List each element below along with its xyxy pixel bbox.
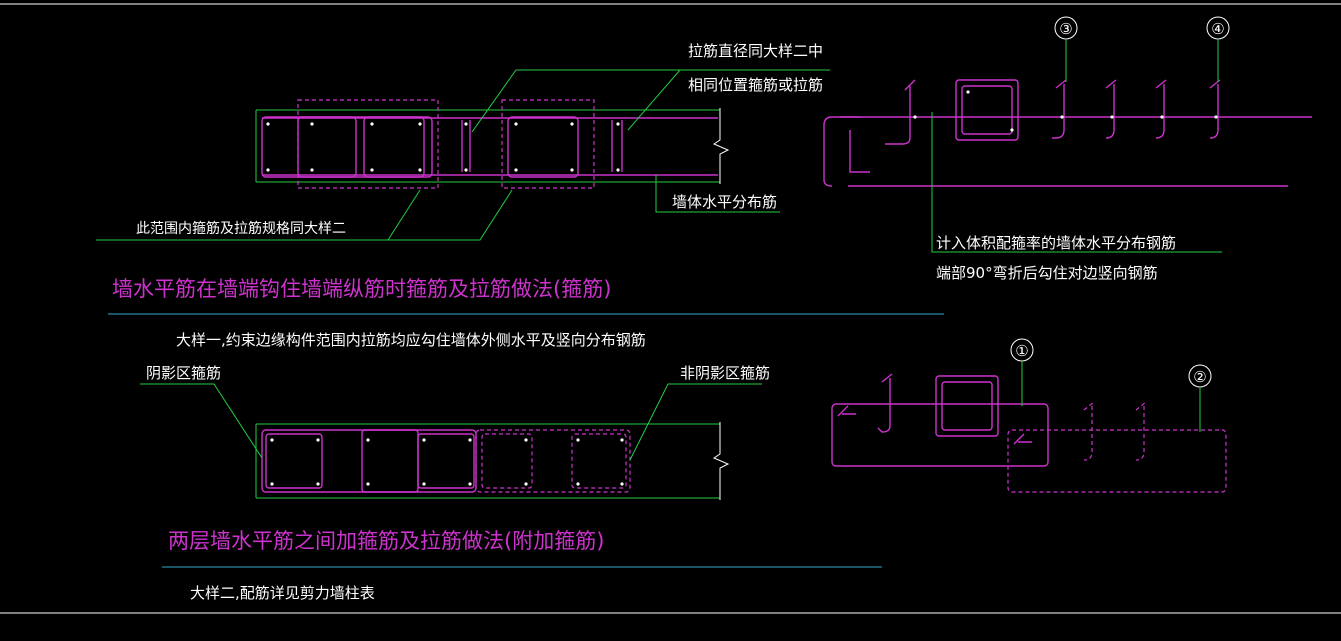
note-nonshadow: 非阴影区箍筋 xyxy=(680,364,770,382)
note-range: 此范围内箍筋及拉筋规格同大样二 xyxy=(136,220,346,237)
note-tie-line-2: 相同位置箍筋或拉筋 xyxy=(688,76,823,94)
mark-3: ③ xyxy=(1054,16,1078,82)
note-shadow: 阴影区箍筋 xyxy=(146,364,221,382)
mark-2: ② xyxy=(1188,364,1212,432)
detail-1-caption: 大样一,约束边缘构件范围内拉筋均应勾住墙体外侧水平及竖向分布钢筋 xyxy=(176,331,646,349)
svg-text:④: ④ xyxy=(1211,20,1224,38)
range-box-1 xyxy=(297,99,439,189)
detail-2-title: 两层墙水平筋之间加箍筋及拉筋做法(附加箍筋) xyxy=(168,529,604,553)
stirrup-2 xyxy=(507,116,579,178)
stirrup-3 xyxy=(955,79,1019,141)
tie-1 xyxy=(461,120,471,172)
stirrup-2-dashed xyxy=(1007,429,1227,493)
tie-2 xyxy=(611,120,623,172)
note-count: 计入体积配箍率的墙体水平分布钢筋 xyxy=(936,234,1176,252)
mark-4: ④ xyxy=(1206,16,1230,82)
svg-text:①: ① xyxy=(1015,342,1028,360)
break-line-1 xyxy=(712,108,730,184)
detail-2-wall-section xyxy=(255,422,730,500)
detail-1-leaders xyxy=(96,69,830,241)
note-count-leader xyxy=(931,112,1222,253)
stirrup-1 xyxy=(831,403,1049,467)
hook-end xyxy=(823,116,860,187)
detail-right-bottom xyxy=(831,373,1227,493)
detail-right-top xyxy=(823,79,1312,187)
stirrup-outer xyxy=(261,116,433,178)
detail-1-wall-section xyxy=(255,99,730,189)
detail-1-title: 墙水平筋在墙端钩住墙端纵筋时箍筋及拉筋做法(箍筋) xyxy=(112,277,611,301)
range-box-2 xyxy=(501,99,595,189)
note-tie-line-1: 拉筋直径同大样二中 xyxy=(688,42,823,60)
mark-1: ① xyxy=(1010,338,1034,406)
break-line-2 xyxy=(712,422,730,500)
tie-4 xyxy=(1209,79,1221,139)
svg-text:③: ③ xyxy=(1059,20,1072,38)
note-hook: 端部90°弯折后勾住对边竖向钢筋 xyxy=(936,264,1158,282)
nonshadow-stirrup xyxy=(475,429,631,493)
detail-2-caption: 大样二,配筋详见剪力墙柱表 xyxy=(190,584,375,602)
detail-2-leaders xyxy=(140,383,762,461)
note-wall-bar: 墙体水平分布筋 xyxy=(672,193,777,211)
tie-3 xyxy=(1052,79,1067,139)
svg-text:②: ② xyxy=(1193,368,1206,386)
